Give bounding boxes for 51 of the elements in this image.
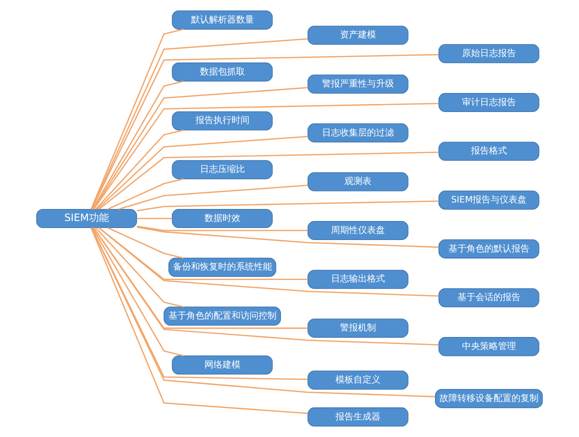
connector <box>96 136 308 210</box>
connector <box>95 129 184 210</box>
connector <box>90 38 308 210</box>
connector <box>98 227 439 297</box>
connector <box>136 226 308 232</box>
node-box: 故障转移设备配置的复制 <box>435 389 543 408</box>
node-box: 资产建模 <box>308 26 408 45</box>
node-box: 报告执行时间 <box>172 111 273 130</box>
connector <box>118 184 308 210</box>
node-box: 周期性仪表盘 <box>308 221 408 240</box>
connector <box>95 227 184 308</box>
connector <box>107 178 184 210</box>
node-box: 观测表 <box>308 172 408 192</box>
node-box: 报告格式 <box>438 142 540 161</box>
node-box: 基于角色的配置和访问控制 <box>164 306 281 326</box>
connector <box>136 200 439 212</box>
connector <box>93 102 439 210</box>
connector <box>91 227 308 380</box>
connector <box>91 54 439 210</box>
connector <box>90 28 184 210</box>
node-box: 网络建模 <box>172 355 273 374</box>
connector <box>92 80 184 210</box>
node-box: 数据包抓取 <box>172 62 273 82</box>
connector <box>93 227 439 346</box>
connector <box>93 227 308 329</box>
node-box: 备份和恢复时的系统性能 <box>168 258 276 277</box>
node-box: SIEM功能 <box>36 208 138 228</box>
node-box: 日志输出格式 <box>308 270 408 289</box>
connector <box>90 228 308 414</box>
node-box: SIEM报告与仪表盘 <box>438 190 540 210</box>
connector <box>98 152 439 210</box>
node-box: 原始日志报告 <box>438 44 540 64</box>
connector <box>98 227 308 280</box>
connector <box>92 87 308 210</box>
connector <box>136 226 439 248</box>
node-box: 警报机制 <box>308 318 408 338</box>
node-box: 中央策略管理 <box>438 337 540 356</box>
node-box: 警报严重性与升级 <box>308 74 408 94</box>
connector <box>107 227 184 259</box>
node-box: 基于会话的报告 <box>438 288 540 308</box>
node-box: 模板自定义 <box>308 370 408 390</box>
node-box: 日志压缩比 <box>172 160 273 180</box>
node-box: 数据时效 <box>172 208 273 228</box>
connector <box>136 218 172 220</box>
connector <box>91 228 436 398</box>
node-box: 默认解析器数量 <box>172 10 273 30</box>
node-box: 报告生成器 <box>308 407 408 426</box>
node-box: 日志收集层的过滤 <box>308 123 408 142</box>
node-box: 基于角色的默认报告 <box>438 239 540 258</box>
connector <box>92 228 184 356</box>
node-box: 审计日志报告 <box>438 92 540 112</box>
